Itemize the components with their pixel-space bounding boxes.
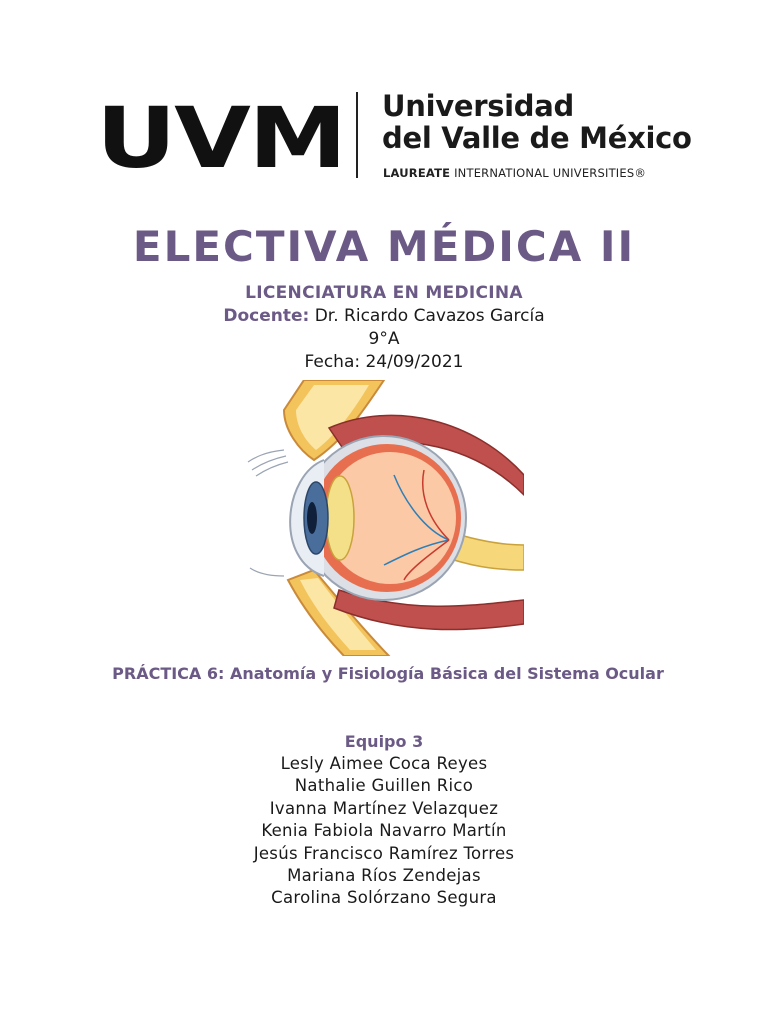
university-name: Universidad del Valle de México [382, 90, 692, 154]
team-member: Jesús Francisco Ramírez Torres [253, 843, 515, 863]
uvm-logo: UVM Universidad del Valle de México LAUR… [0, 0, 768, 200]
course-info: LICENCIATURA EN MEDICINA Docente: Dr. Ri… [0, 282, 768, 374]
teacher-label: Docente: [223, 306, 310, 326]
team-member: Lesly Aimee Coca Reyes [280, 754, 488, 773]
university-name-line2: del Valle de México [382, 121, 692, 155]
program-name: LICENCIATURA EN MEDICINA [245, 283, 523, 303]
laureate-bold: LAUREATE [383, 166, 451, 180]
team-member: Ivanna Martínez Velazquez [269, 798, 499, 818]
team-section: Equipo 3 Lesly Aimee Coca Reyes Nathalie… [0, 731, 768, 910]
teacher-name: Dr. Ricardo Cavazos García [314, 306, 545, 326]
team-member: Kenia Fabiola Navarro Martín [261, 821, 507, 841]
practice-title: PRÁCTICA 6: Anatomía y Fisiología Básica… [112, 664, 664, 683]
team-member: Nathalie Guillen Rico [294, 776, 474, 796]
teacher-line: Docente: Dr. Ricardo Cavazos García [0, 305, 768, 328]
team-member: Carolina Solórzano Segura [271, 888, 497, 908]
logo-divider [356, 92, 358, 178]
team-member: Mariana Ríos Zendejas [287, 866, 481, 886]
team-title: Equipo 3 [344, 732, 424, 751]
uvm-logo-mark: UVM [96, 89, 347, 187]
laureate-rest: INTERNATIONAL UNIVERSITIES® [454, 166, 647, 180]
laureate-tagline: LAUREATE INTERNATIONAL UNIVERSITIES® [383, 166, 646, 180]
eye-anatomy-illustration [247, 380, 524, 656]
university-name-line1: Universidad [382, 89, 574, 123]
date: Fecha: 24/09/2021 [304, 352, 464, 372]
group: 9°A [368, 329, 400, 349]
document-title: ELECTIVA MÉDICA II [132, 222, 636, 271]
